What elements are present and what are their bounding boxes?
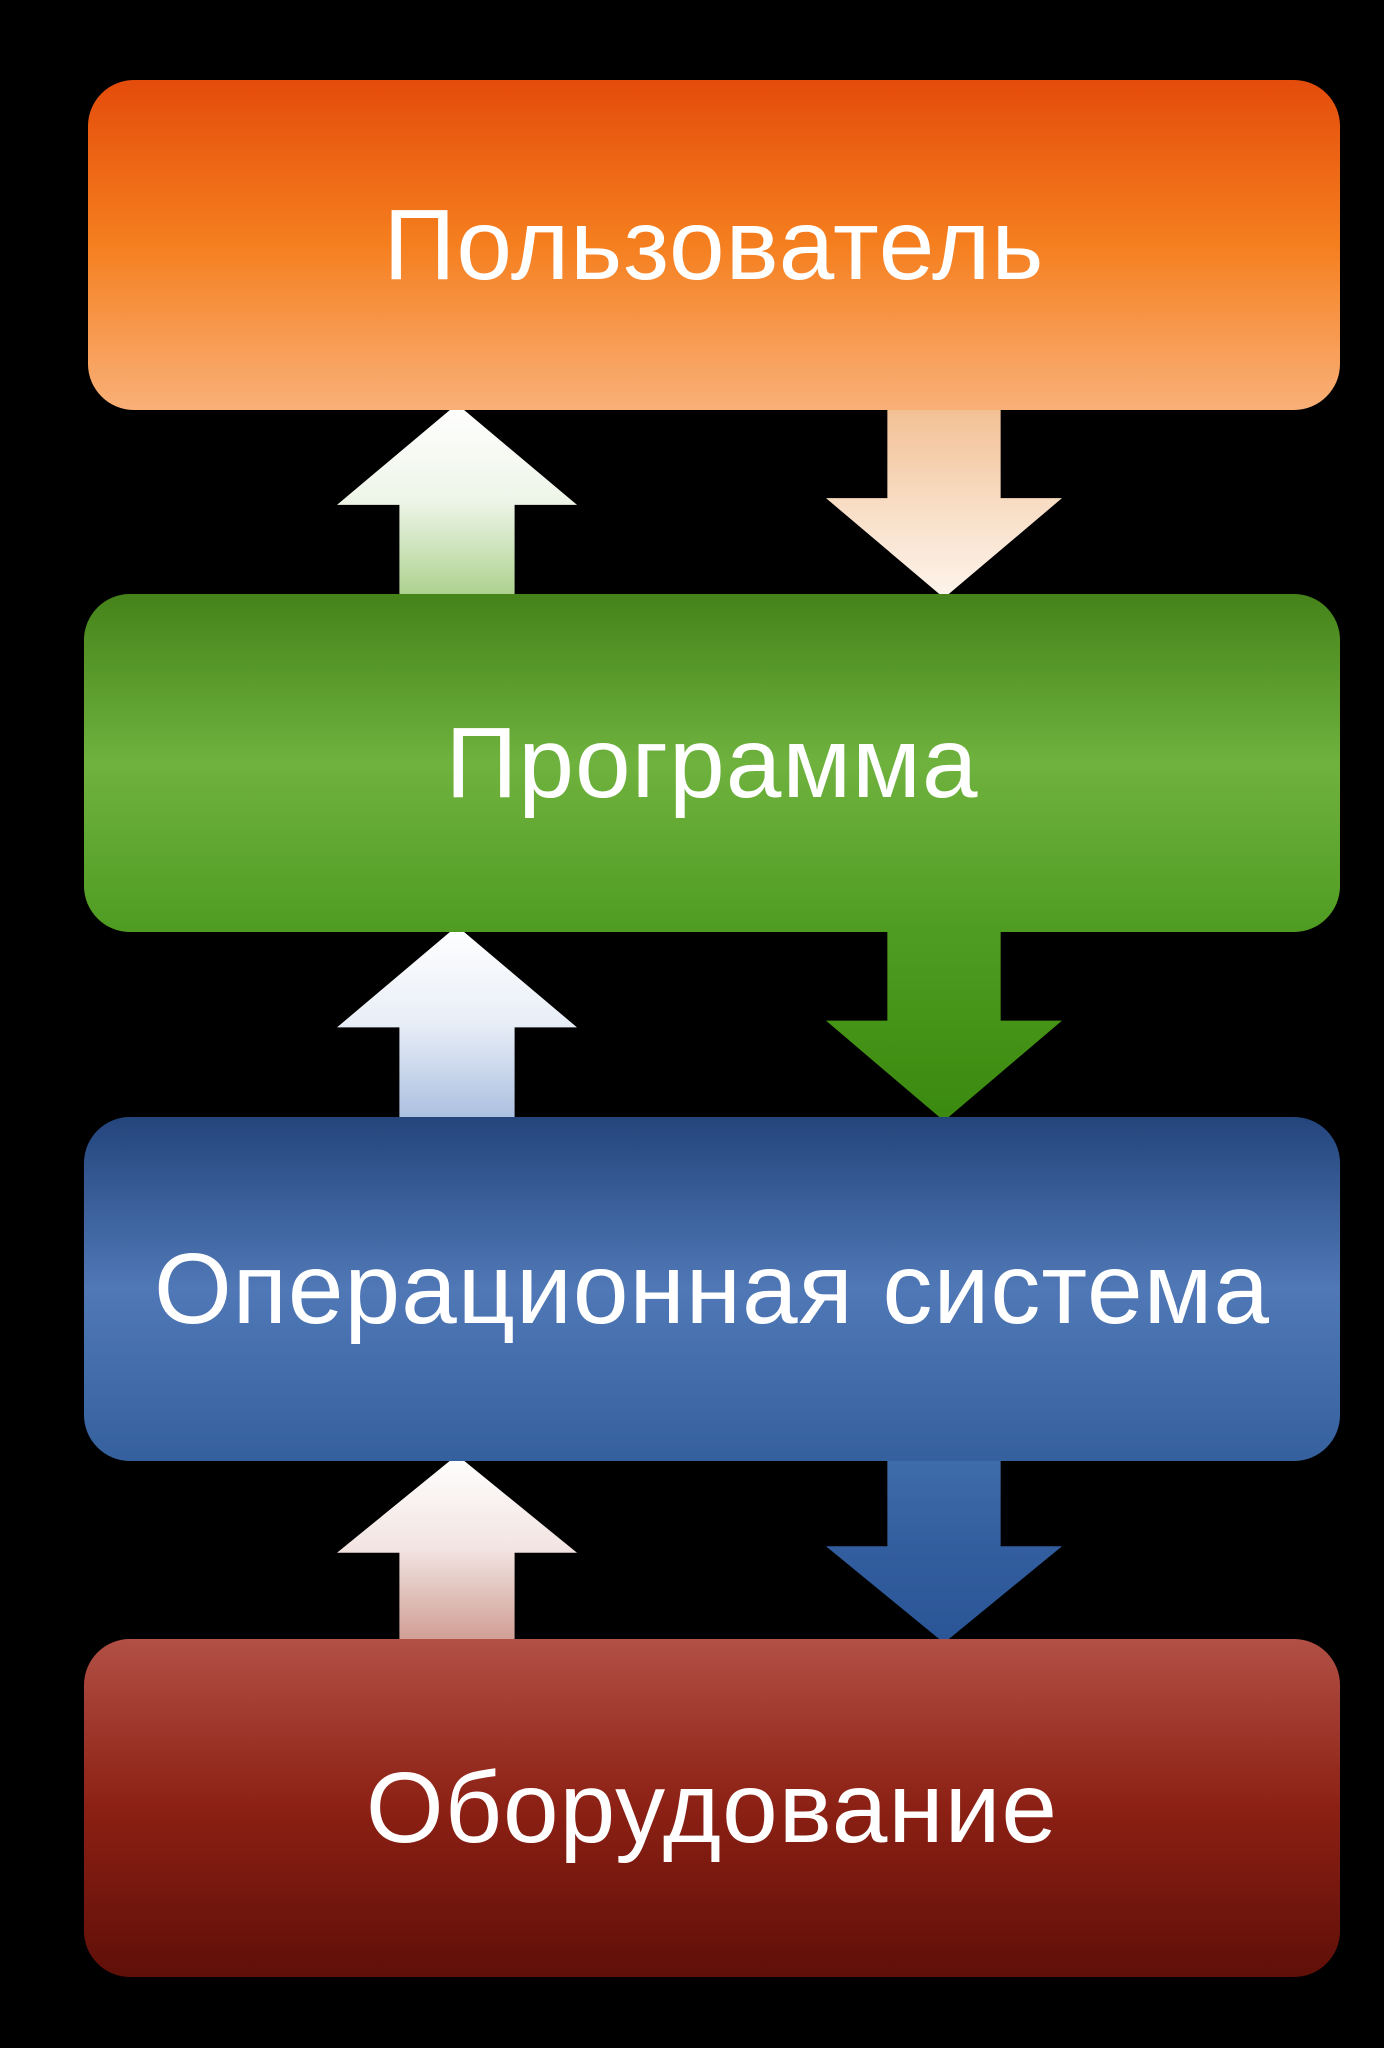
layer-box-program: Программа [84,594,1340,932]
layer-label-user: Пользователь [383,189,1045,301]
layer-box-os: Операционная система [84,1117,1340,1461]
layer-box-hardware: Оборудование [84,1639,1340,1977]
arrow-down-program-to-os [826,928,1062,1121]
layer-label-hardware: Оборудование [365,1752,1059,1864]
arrow-up-hardware-to-os [337,1455,577,1643]
layer-box-user: Пользователь [88,80,1340,410]
arrow-down-user-to-program [826,406,1062,598]
arrow-down-os-to-hardware [826,1457,1062,1643]
layer-label-os: Операционная система [153,1233,1271,1345]
arrow-up-os-to-program [337,926,577,1121]
layer-label-program: Программа [445,707,979,819]
arrow-up-program-to-user [337,404,577,598]
